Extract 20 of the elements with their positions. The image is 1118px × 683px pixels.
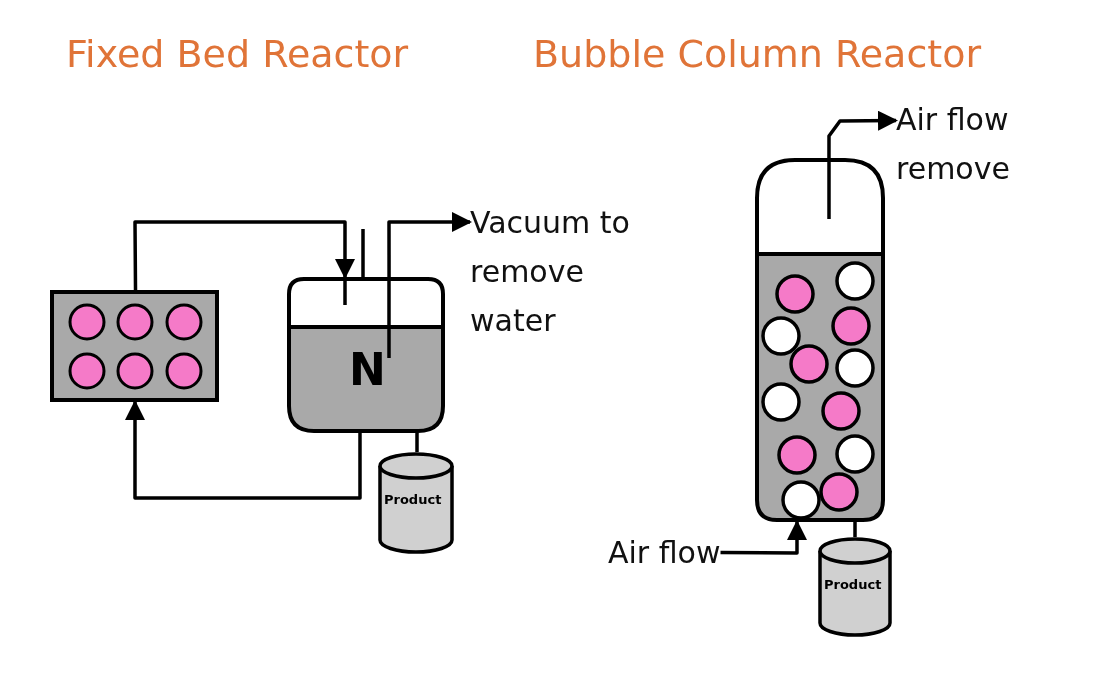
fixed-bed-drawing	[50, 290, 219, 402]
container-label: Product	[384, 492, 442, 508]
annotation-text: Vacuum to remove water	[470, 198, 635, 345]
pipe-line	[853, 522, 857, 537]
pipe-line	[415, 433, 419, 452]
flow-arrow	[827, 110, 898, 158]
annotation-text: Air flow	[608, 528, 721, 577]
vessel-label: N	[349, 345, 386, 395]
product-container-drawing	[378, 452, 454, 554]
container-label: Product	[824, 577, 882, 593]
reactor-vessel-drawing	[287, 277, 445, 433]
bubble-column-drawing	[755, 158, 885, 522]
flow-arrow	[133, 220, 355, 290]
flow-arrow	[387, 211, 472, 277]
product-container-drawing	[818, 537, 892, 637]
annotation-text: Air flow remove	[896, 95, 1056, 193]
reactor-heading: Bubble Column Reactor	[533, 32, 982, 76]
flow-arrow	[125, 400, 362, 500]
flow-arrow	[720, 520, 807, 555]
reactor-heading: Fixed Bed Reactor	[66, 32, 409, 76]
